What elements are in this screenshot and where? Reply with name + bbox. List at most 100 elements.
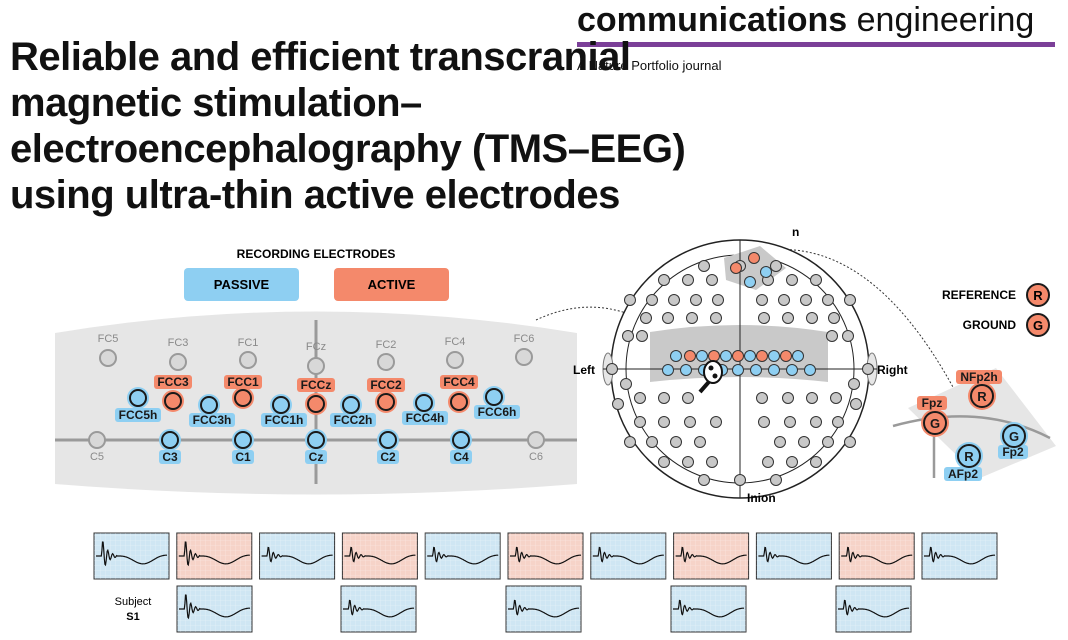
electrode-fc1: FC1: [238, 337, 258, 369]
svg-text:C2: C2: [380, 450, 396, 464]
svg-text:FCC6h: FCC6h: [478, 405, 517, 419]
journal-brand: communications engineering A Nature Port…: [577, 0, 1057, 73]
head-electrode-unused: [670, 436, 682, 448]
trace-thumbnail-passive: [921, 532, 998, 580]
head-electrode-unused: [822, 294, 834, 306]
svg-text:R: R: [964, 449, 974, 464]
electrode-fc2: FC2: [376, 339, 396, 371]
head-electrode-unused: [658, 416, 670, 428]
head-electrode-unused: [646, 294, 658, 306]
electrode-c3: C3: [159, 429, 181, 464]
head-electrode-passive: [680, 364, 692, 376]
legend-active: ACTIVE: [334, 268, 449, 301]
head-electrode-unused: [830, 392, 842, 404]
head-electrode-unused: [798, 436, 810, 448]
legend-reference-letter: R: [1033, 288, 1043, 303]
head-electrode-active: [748, 252, 760, 264]
article-title: Reliable and efficient transcranial magn…: [10, 35, 686, 217]
trace-thumbnail-active: [507, 532, 584, 580]
journal-name-bold: communications: [577, 1, 848, 39]
trace-thumbnail-passive: [755, 532, 832, 580]
electrode-fcc4: FCC4: [440, 375, 478, 413]
head-electrode-unused: [782, 392, 794, 404]
svg-text:FCCz: FCCz: [301, 378, 332, 392]
head-electrode-active: [780, 350, 792, 362]
connector-line-left: [535, 306, 661, 331]
head-electrode-unused: [770, 260, 782, 272]
trace-thumbnail-active: [341, 532, 418, 580]
svg-text:FCC3: FCC3: [157, 375, 189, 389]
head-electrode-unused: [622, 330, 634, 342]
head-electrode-unused: [634, 416, 646, 428]
svg-text:FC3: FC3: [168, 337, 189, 349]
head-electrode-unused: [682, 274, 694, 286]
head-electrode-unused: [624, 436, 636, 448]
electrode-fcc2: FCC2: [367, 378, 405, 413]
head-electrode-unused: [662, 312, 674, 324]
head-electrode-unused: [658, 456, 670, 468]
head-electrode-passive: [750, 364, 762, 376]
electrode-fcc3: FCC3: [154, 375, 192, 412]
head-electrode-unused: [756, 294, 768, 306]
trace-thumbnail-passive: [176, 585, 253, 633]
svg-text:Fpz: Fpz: [922, 396, 943, 410]
head-electrode-unused: [786, 456, 798, 468]
legend-passive-label: PASSIVE: [214, 277, 270, 292]
svg-text:FC6: FC6: [514, 333, 535, 345]
head-electrode-passive: [760, 266, 772, 278]
trace-thumbnail-active: [838, 532, 915, 580]
trace-thumbnail-active: [673, 532, 750, 580]
trace-thumbnail-passive: [259, 532, 336, 580]
svg-text:C3: C3: [162, 450, 178, 464]
head-electrode-passive: [792, 350, 804, 362]
head-electrode-passive: [744, 276, 756, 288]
head-electrode-unused: [810, 416, 822, 428]
head-electrode-unused: [658, 274, 670, 286]
head-electrode-passive: [804, 364, 816, 376]
frontal-curve: [892, 415, 1051, 440]
trace-thumbnail-passive: [590, 532, 667, 580]
head-electrodes: [606, 252, 874, 486]
journal-subtitle: A Nature Portfolio journal: [577, 58, 722, 73]
journal-name: communications engineering: [577, 0, 1057, 40]
head-electrode-active: [684, 350, 696, 362]
electrode-fcc1: FCC1: [224, 375, 262, 409]
head-electrode-unused: [844, 294, 856, 306]
head-electrode-passive: [786, 364, 798, 376]
head-electrode-passive: [744, 350, 756, 362]
electrode-c6: C6: [527, 431, 545, 463]
head-electrode-unused: [822, 436, 834, 448]
svg-text:FCz: FCz: [306, 341, 326, 353]
head-electrode-unused: [612, 398, 624, 410]
head-electrode-unused: [620, 378, 632, 390]
trace-thumbnail-passive: [670, 585, 747, 633]
trace-thumbnail-passive: [340, 585, 417, 633]
head-electrode-unused: [710, 312, 722, 324]
head-electrode-unused: [810, 456, 822, 468]
electrode-c1: C1: [232, 429, 254, 464]
head-electrode-unused: [698, 474, 710, 486]
head-electrode-unused: [806, 392, 818, 404]
head-electrode-active: [756, 350, 768, 362]
head-electrode-unused: [668, 294, 680, 306]
electrode-c2: C2: [377, 429, 399, 464]
head-label-top-fragment: n: [792, 225, 799, 239]
head-electrode-unused: [636, 330, 648, 342]
head-electrode-unused: [810, 274, 822, 286]
svg-text:FC4: FC4: [445, 336, 466, 348]
head-electrode-unused: [862, 363, 874, 375]
svg-text:FCC2: FCC2: [370, 378, 402, 392]
head-electrode-unused: [762, 456, 774, 468]
trace-thumbnail-passive: [835, 585, 912, 633]
head-label-right: Right: [877, 363, 908, 377]
head-electrode-unused: [686, 312, 698, 324]
head-electrode-unused: [606, 363, 618, 375]
svg-text:R: R: [977, 389, 987, 404]
trace-thumbnail-active: [176, 532, 253, 580]
